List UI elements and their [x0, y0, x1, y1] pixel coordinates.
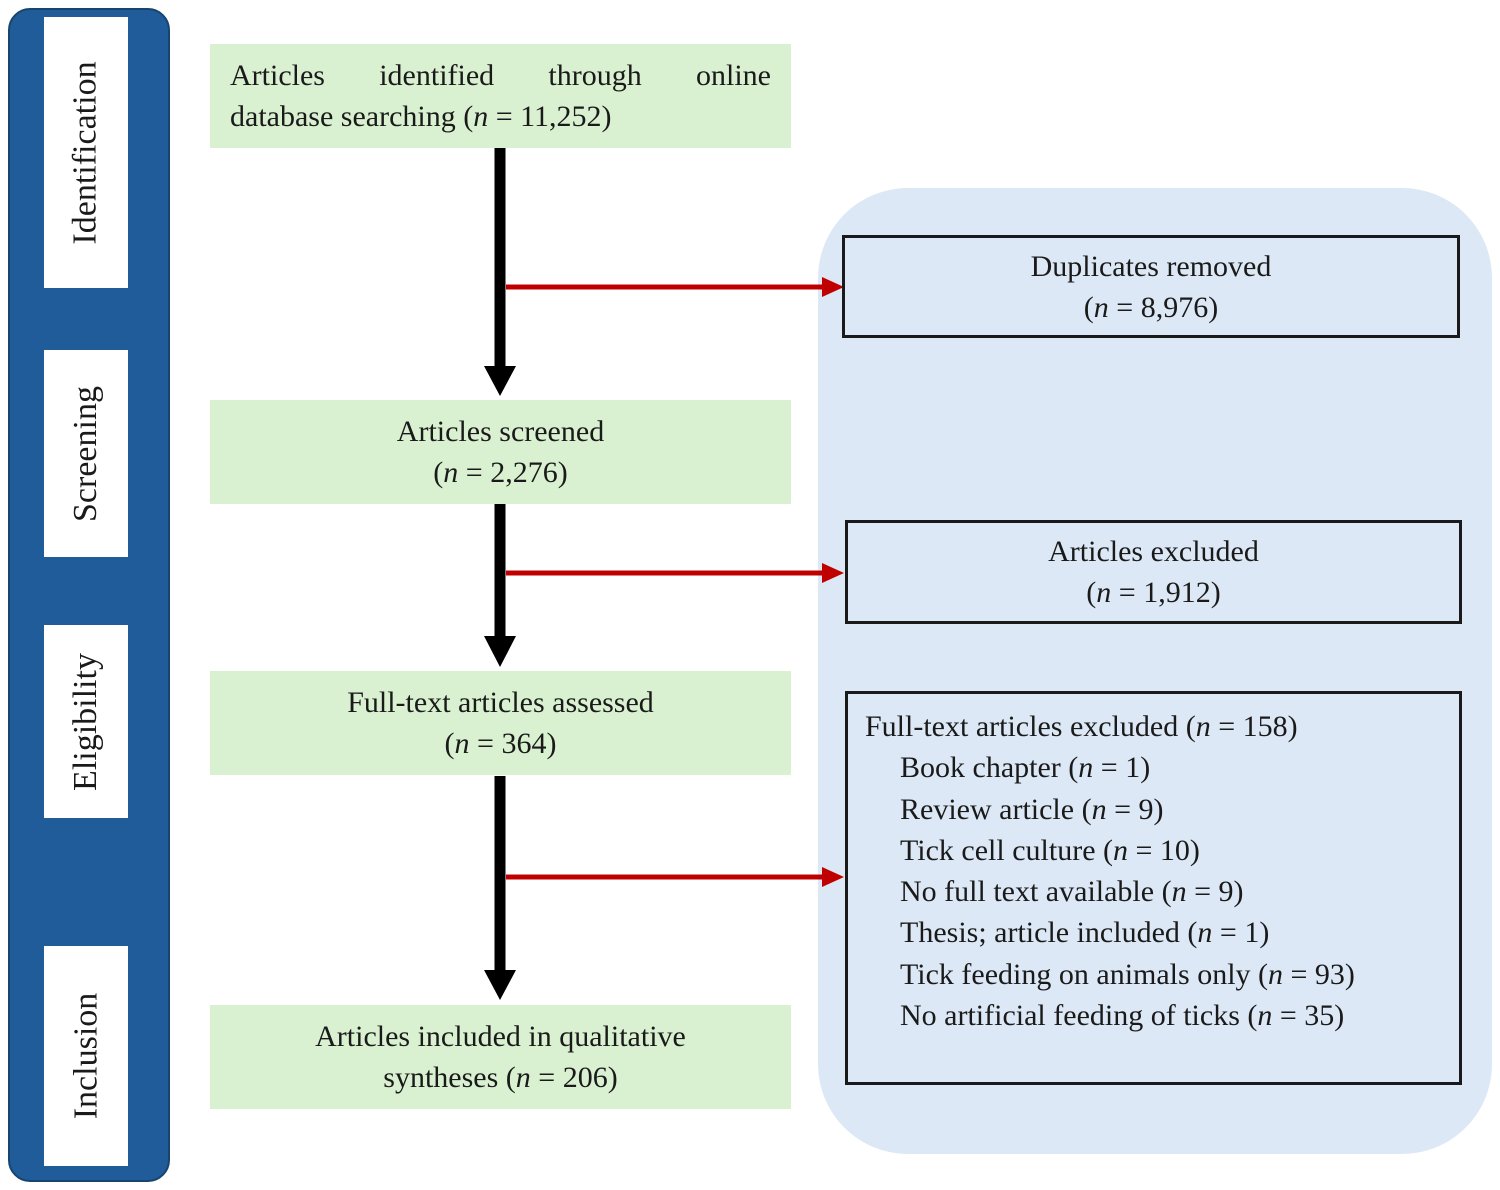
- arrowhead-screened: [484, 366, 516, 396]
- n-symbol: n: [1096, 576, 1112, 609]
- screened-title: Articles screened: [396, 415, 605, 448]
- n-symbol: n: [1171, 875, 1187, 909]
- reason-label: Book chapter (: [900, 751, 1079, 785]
- box-included: Articles included in qualitative synthes…: [210, 1005, 791, 1109]
- arrowhead-duplicates: [822, 277, 844, 297]
- reason-label: Thesis; article included (: [900, 916, 1198, 950]
- box-articles-excluded: Articles excluded (n = 1,912): [845, 520, 1462, 624]
- assessed-count-line: (n = 364): [444, 727, 557, 760]
- arrowhead-included: [484, 970, 516, 1000]
- main-flow-arrows: [484, 148, 516, 1000]
- arrowhead-fulltext-excluded: [822, 867, 844, 887]
- included-count: = 206): [538, 1061, 618, 1094]
- n-symbol: n: [1078, 751, 1094, 785]
- reason-count: = 1): [1100, 751, 1151, 785]
- n-symbol: n: [1268, 957, 1284, 991]
- duplicates-count: = 8,976): [1116, 290, 1219, 324]
- reason-label: No full text available (: [900, 875, 1172, 909]
- reason-count: = 9): [1194, 875, 1244, 909]
- reason-label: Tick feeding on animals only (: [900, 957, 1269, 991]
- articles-excluded-count: = 1,912): [1118, 576, 1221, 609]
- duplicates-title: Duplicates removed: [1030, 249, 1272, 283]
- n-symbol: n: [454, 727, 470, 760]
- included-line2: syntheses (n = 206): [383, 1057, 617, 1098]
- reason-count: = 1): [1219, 916, 1270, 950]
- n-symbol: n: [1091, 792, 1107, 826]
- reason-no-full-text: No full text available (n = 9): [865, 871, 1459, 912]
- reason-label: No artificial feeding of ticks (: [900, 999, 1258, 1033]
- reason-no-artificial-feeding: No artificial feeding of ticks (n = 35): [865, 995, 1459, 1036]
- reason-tick-cell-culture: Tick cell culture (n = 10): [865, 830, 1459, 871]
- fulltext-excluded-title-text: Full-text articles excluded (: [865, 710, 1196, 743]
- identified-line2-text: database searching (: [230, 100, 474, 133]
- n-symbol: n: [443, 456, 459, 489]
- identified-line1: Articles identified through online: [230, 59, 771, 92]
- included-line1: Articles included in qualitative: [315, 1020, 686, 1053]
- reason-book-chapter: Book chapter (n = 1): [865, 747, 1459, 788]
- stage-screening: Screening: [44, 350, 128, 557]
- articles-excluded-count-line: (n = 1,912): [1086, 576, 1221, 609]
- screened-count-line: (n = 2,276): [433, 456, 568, 489]
- n-symbol: n: [515, 1061, 531, 1094]
- reason-count: = 10): [1135, 833, 1200, 867]
- reason-label: Review article (: [900, 792, 1092, 826]
- reason-count: = 35): [1279, 999, 1345, 1033]
- box-identified: Articles identified through online datab…: [210, 44, 791, 148]
- n-symbol: n: [473, 100, 489, 133]
- reason-count: = 9): [1114, 792, 1164, 826]
- arrowhead-articles-excluded: [822, 563, 844, 583]
- included-line2-text: syntheses (: [383, 1061, 516, 1094]
- reason-label: Tick cell culture (: [900, 833, 1114, 867]
- screened-count: = 2,276): [465, 456, 568, 489]
- exclusion-arrows: [506, 277, 844, 887]
- duplicates-count-line: (n = 8,976): [1083, 290, 1219, 324]
- fulltext-excluded-count: = 158): [1218, 710, 1298, 743]
- n-symbol: n: [1197, 916, 1213, 950]
- box-assessed: Full-text articles assessed (n = 364): [210, 671, 791, 775]
- n-symbol: n: [1093, 290, 1109, 324]
- stage-identification: Identification: [44, 17, 128, 288]
- assessed-title: Full-text articles assessed: [347, 686, 654, 719]
- identified-count: = 11,252): [495, 100, 612, 133]
- box-fulltext-excluded: Full-text articles excluded (n = 158) Bo…: [845, 691, 1462, 1085]
- arrowhead-assessed: [484, 636, 516, 667]
- assessed-count: = 364): [477, 727, 557, 760]
- n-symbol: n: [1195, 710, 1211, 743]
- articles-excluded-title: Articles excluded: [1048, 535, 1259, 568]
- box-duplicates-removed: Duplicates removed (n = 8,976): [842, 235, 1460, 338]
- identified-line2: database searching (n = 11,252): [230, 96, 771, 137]
- reason-review-article: Review article (n = 9): [865, 789, 1459, 830]
- stage-eligibility: Eligibility: [44, 625, 128, 818]
- box-screened: Articles screened (n = 2,276): [210, 400, 791, 504]
- stage-inclusion: Inclusion: [44, 946, 128, 1166]
- fulltext-excluded-title: Full-text articles excluded (n = 158): [865, 706, 1459, 747]
- reason-count: = 93): [1290, 957, 1355, 991]
- n-symbol: n: [1257, 999, 1273, 1033]
- reason-animals-only: Tick feeding on animals only (n = 93): [865, 954, 1459, 995]
- reason-thesis: Thesis; article included (n = 1): [865, 912, 1459, 953]
- n-symbol: n: [1113, 833, 1129, 867]
